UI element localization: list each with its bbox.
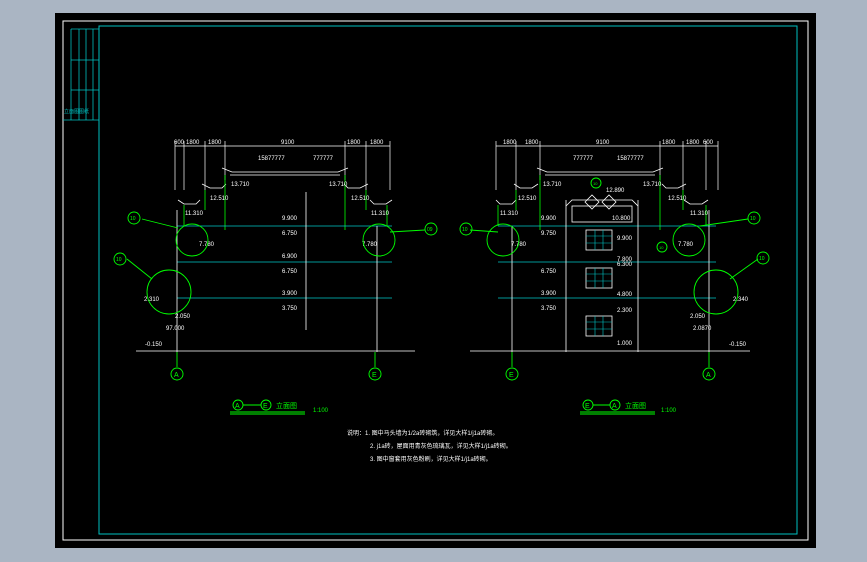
note-3: 3. 图中窗套用灰色粉刷，详见大样1/j1a砖砌。 [370,455,492,463]
left-elev-7: 6.750 [282,231,298,237]
right-view-scale: 1:100 [661,408,677,414]
right-elev-1: 13.710 [643,182,662,188]
left-elev-16: 97.000 [166,326,185,332]
left-dim-2: 1800 [208,140,222,146]
right-dim-3: 1800 [662,140,676,146]
right-ridge-label-0: 777777 [573,156,594,162]
left-dim-4: 1800 [347,140,361,146]
left-elev-5: 11.310 [371,211,390,217]
right-elev-3: 12.510 [518,196,537,202]
model-space-background [55,13,816,548]
left-elev-15: 2.050 [175,314,191,320]
right-dim-1: 1800 [525,140,539,146]
left-view-scale: 1:100 [313,408,329,414]
right-elev-11: 7.780 [511,242,527,248]
left-elev-10: 6.900 [282,254,298,260]
right-elev-19: 2.340 [733,297,749,303]
right-title-to: A [612,403,617,410]
left-dim-3: 9100 [281,140,295,146]
left-elev-1: 13.710 [329,182,348,188]
right-elev-17: 4.800 [617,292,633,298]
right-ridge-label-1: 15877777 [617,156,644,162]
right-bubble-2: 10 [759,256,765,262]
right-elev-23: 1.000 [617,341,633,347]
right-axis-A: A [706,372,711,379]
left-elev-11: 6.750 [282,269,298,275]
right-dim-5: 600 [703,140,714,146]
right-elevation: 1800 1800 9100 1800 1800 600 [459,140,770,415]
right-elev-15: 6.300 [617,262,633,268]
right-elev-12: 7.780 [678,242,694,248]
left-dim-5: 1800 [370,140,384,146]
notes-block: 说明：1. 图中马头墙为1/2a砖砌筑，详见大样1/j1a砖砌。 2. j1a砖… [347,429,512,463]
right-bubble-1: 10 [750,216,756,222]
right-elev-18: 3.750 [541,306,557,312]
left-elev-0: 13.710 [231,182,250,188]
drawing-border [98,25,798,535]
left-axis-A: A [174,372,179,379]
right-view-title: 立面图 [625,401,646,410]
left-elevation: 600 1800 1800 9100 1800 1800 15877777 77… [113,140,438,415]
left-ridge-label-1: 777777 [313,156,334,162]
left-elev-13: 3.750 [282,306,298,312]
left-elev-2: 12.510 [210,196,229,202]
sheet-frame [62,20,809,541]
right-elev-14: 6.750 [541,269,557,275]
left-ridge-label-0: 15877777 [258,156,285,162]
right-elev-5: 11.310 [500,211,519,217]
left-view-title: 立面图 [276,401,297,410]
right-dim-2: 9100 [596,140,610,146]
right-elev-22: 2.0870 [693,326,712,332]
right-elev-21: 2.050 [690,314,706,320]
left-bubble-0: 10 [130,216,136,222]
right-elev-9: 9.750 [541,231,557,237]
left-elev-4: 11.310 [185,211,204,217]
right-bubble-4: 10 [659,245,664,250]
right-elev-16: 3.900 [541,291,557,297]
right-elev-0: 13.710 [543,182,562,188]
title-block-label: 立面图图纸 [64,108,89,115]
left-dim-1: 1800 [186,140,200,146]
left-elev-6: 9.900 [282,216,298,222]
right-elev-7: 9.900 [541,216,557,222]
left-elev-14: 2.310 [144,297,160,303]
right-elev-8: 10.800 [612,216,631,222]
right-elev-10: 9.900 [617,236,633,242]
left-dim-0: 600 [174,140,185,146]
left-elev-17: -0.150 [145,342,163,348]
right-dim-0: 1800 [503,140,517,146]
left-elev-9: 7.780 [362,242,378,248]
left-elev-3: 12.510 [351,196,370,202]
right-elev-4: 12.510 [668,196,687,202]
right-elev-2: 12.890 [606,188,625,194]
left-bubble-4: 09 [427,227,433,233]
left-elev-12: 3.900 [282,291,298,297]
left-bubble-1: 10 [116,257,122,263]
right-elev-20: 2.300 [617,308,633,314]
right-axis-E: E [509,372,514,379]
right-elev-6: 11.310 [690,211,709,217]
right-bubble-0: 10 [462,227,468,233]
note-2: 2. j1a砖，屋面用青灰色琉璃瓦，详见大样1/j1a砖砌。 [370,442,512,450]
left-title-to: E [263,403,268,410]
left-axis-E: E [372,372,377,379]
left-title-from: A [235,403,240,410]
right-title-from: E [585,403,590,410]
right-elev-13: 7.800 [617,257,633,263]
right-dim-4: 1800 [686,140,700,146]
right-bubble-3: 10 [593,181,598,186]
note-1: 说明：1. 图中马头墙为1/2a砖砌筑，详见大样1/j1a砖砌。 [347,429,498,437]
right-elev-24: -0.150 [729,342,747,348]
title-block-grid [63,28,99,121]
